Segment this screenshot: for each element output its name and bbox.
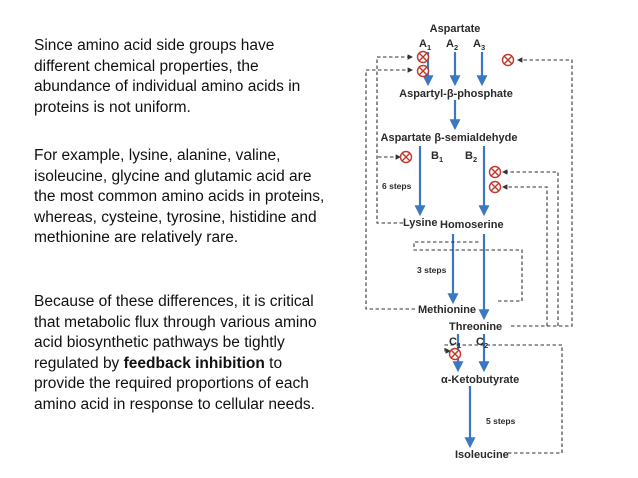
feedback-methionine-to-homoserine (413, 241, 523, 302)
paragraph-common-rare-amino-acids: For example, lysine, alanine, valine, is… (34, 147, 325, 246)
label-enzyme-a3: A3 (473, 38, 485, 52)
inhibition-a1 (416, 50, 430, 64)
label-methionine: Methionine (418, 304, 476, 316)
label-aspartate: Aspartate (430, 23, 481, 35)
label-aspartyl-phosphate: Aspartyl-β-phosphate (399, 88, 513, 100)
paragraph-feedback-inhibition: Because of these differences, it is crit… (34, 292, 334, 415)
inhibition-c1 (448, 347, 462, 361)
paragraph3-text-start: Because of these differences, it is crit… (34, 293, 317, 372)
inhibition-homoserine-2 (488, 180, 502, 194)
inhibition-a3 (501, 53, 515, 67)
feedback-threonine-to-a3 (511, 57, 573, 327)
label-enzyme-a1: A1 (419, 38, 431, 52)
pathway-arrows (414, 52, 490, 449)
label-aspartate-semialdehyde: Aspartate β-semialdehyde (381, 132, 518, 144)
inhibition-homoserine-1 (488, 165, 502, 179)
feedback-isoleucine-to-threonine (444, 344, 563, 454)
label-enzyme-a2: A2 (446, 38, 458, 52)
feedback-lysine-to-a1 (376, 54, 414, 224)
feedback-threonine-to-homoserine-2 (501, 184, 548, 326)
label-enzyme-c2: C2 (476, 336, 488, 350)
inhibition-b1 (399, 150, 413, 164)
label-enzyme-c1: C1 (449, 336, 461, 350)
label-5-steps: 5 steps (486, 416, 516, 426)
label-threonine: Threonine (449, 321, 502, 333)
label-3-steps: 3 steps (417, 265, 447, 275)
label-enzyme-b2: B2 (465, 150, 477, 164)
inhibition-a2 (416, 64, 430, 78)
paragraph3-text-end: to provide the required proportions of e… (34, 354, 315, 413)
label-lysine: Lysine (403, 217, 437, 229)
feedback-inhibition-term: feedback inhibition (123, 354, 265, 372)
feedback-lines (365, 54, 573, 454)
label-alpha-ketobutyrate: α-Ketobutyrate (441, 374, 519, 386)
label-homoserine: Homoserine (440, 219, 504, 231)
label-6-steps: 6 steps (382, 181, 412, 191)
label-isoleucine: Isoleucine (455, 449, 509, 461)
label-enzyme-b1: B1 (431, 150, 443, 164)
feedback-methionine-to-a2 (365, 67, 415, 310)
feedback-threonine-to-homoserine-1 (501, 169, 559, 326)
paragraph-side-group-abundance: Since amino acid side groups have differ… (34, 37, 301, 116)
